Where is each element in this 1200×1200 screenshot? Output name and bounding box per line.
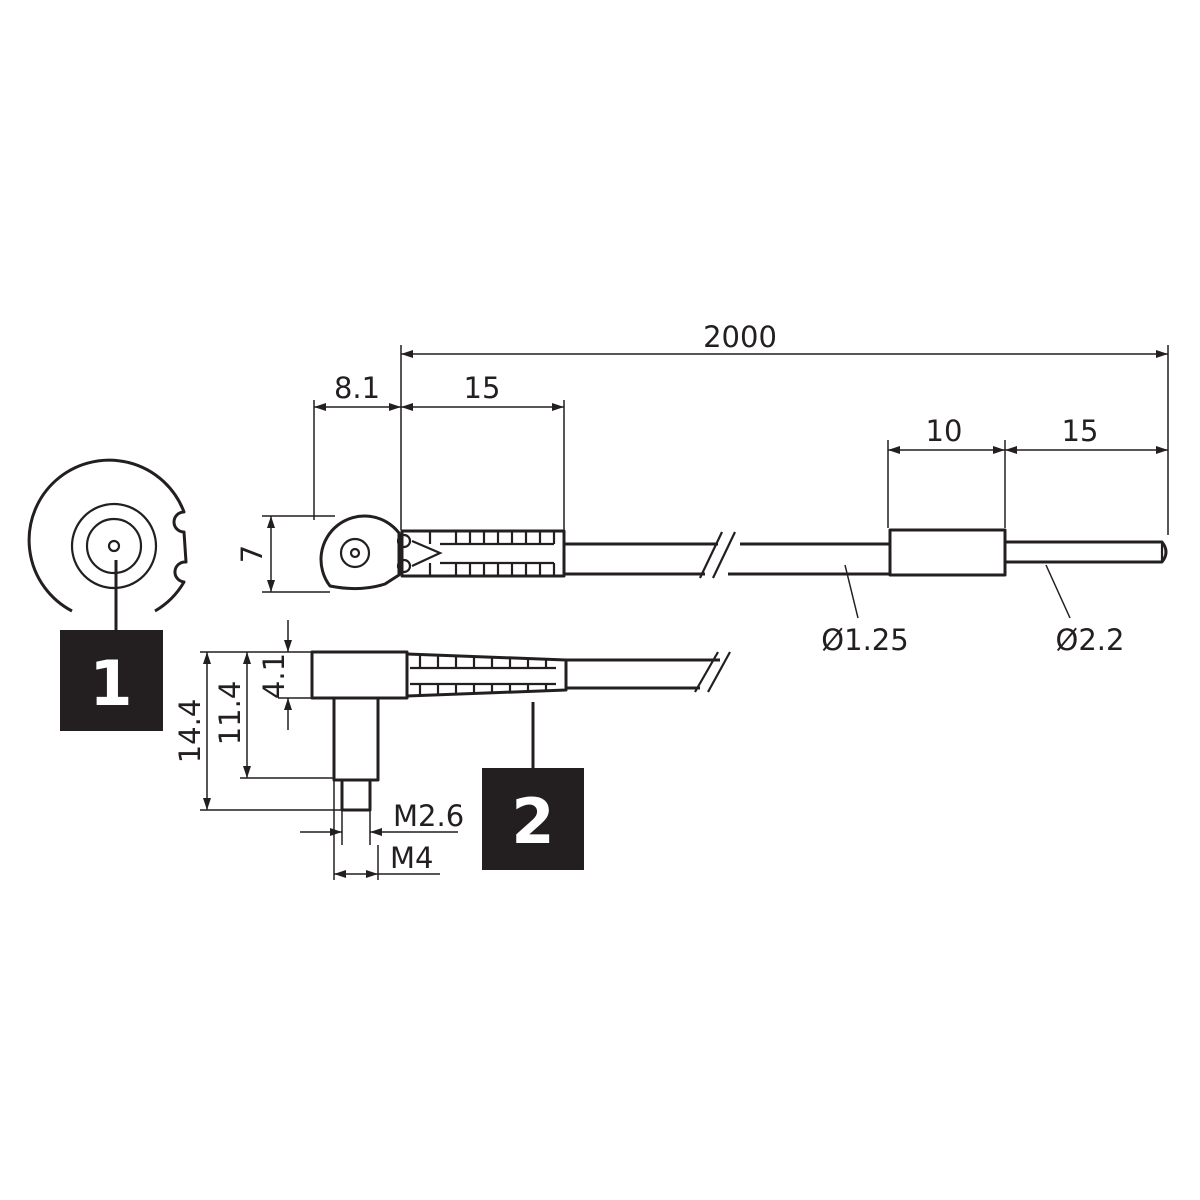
- front-view-outline: [27, 458, 188, 613]
- leader-sleeve-diameter: [1045, 564, 1071, 619]
- dim-thread-large: M4: [390, 841, 433, 875]
- top-view-sleeve: [888, 528, 1007, 577]
- side-view-cable-break: [694, 651, 731, 693]
- top-view-boot-notch-upper: [396, 533, 412, 549]
- callout-2-badge: 2: [482, 768, 584, 870]
- top-view-boot-taper: [411, 539, 443, 567]
- side-view-cable: [566, 658, 720, 690]
- top-view-boot-notch-lower: [396, 558, 412, 574]
- callout-1-badge: 1: [60, 630, 163, 731]
- top-view-head-ring: [339, 537, 371, 569]
- callout-2-box: [482, 768, 584, 870]
- dim-sleeve-diameter: Ø2.2: [1056, 623, 1125, 657]
- top-view-boot: [396, 529, 566, 578]
- top-view-cable-break: [699, 531, 736, 579]
- dim-sleeve-length: 10: [926, 414, 963, 448]
- dimensions: 2000 8.1 15 10 15 7 Ø1.25 Ø2.2 4.1: [173, 320, 1169, 880]
- top-view-cable: [564, 542, 890, 576]
- dim-side-total-height: 14.4: [173, 699, 207, 764]
- side-view-thread-m4: [332, 696, 380, 782]
- leader-cable-diameter: [844, 564, 859, 619]
- side-view-boot-ribs: [410, 654, 556, 696]
- top-view-head-core: [349, 547, 361, 559]
- callout-1-number: 1: [89, 647, 132, 720]
- front-view-ring-outer: [70, 502, 158, 590]
- dim-tip-length: 15: [1062, 414, 1099, 448]
- dim-side-top-height: 4.1: [257, 653, 291, 699]
- side-view: [310, 650, 731, 812]
- side-view-boot: [406, 652, 568, 698]
- dim-side-mid-height: 11.4: [213, 681, 247, 746]
- side-view-head: [310, 650, 409, 700]
- side-view-boot-body: [406, 652, 568, 698]
- top-view-boot-ribs: [428, 531, 556, 576]
- callout-2-number: 2: [511, 785, 554, 858]
- callout-1-box: [60, 630, 163, 731]
- dim-boot-length: 15: [464, 371, 501, 405]
- front-view-ring-inner: [85, 517, 143, 575]
- top-view-tip: [1005, 540, 1168, 564]
- dim-cable-diameter: Ø1.25: [821, 623, 908, 657]
- dim-head-width: 8.1: [334, 371, 380, 405]
- front-view-detail: [27, 458, 188, 630]
- side-view-thread-m26: [340, 778, 372, 812]
- top-view: [319, 514, 1168, 591]
- top-view-head-outline: [319, 514, 401, 591]
- dim-overall-length: 2000: [703, 320, 777, 354]
- front-view-fiber-core: [107, 539, 121, 553]
- dim-head-height: 7: [235, 545, 269, 563]
- dim-thread-small: M2.6: [393, 799, 464, 833]
